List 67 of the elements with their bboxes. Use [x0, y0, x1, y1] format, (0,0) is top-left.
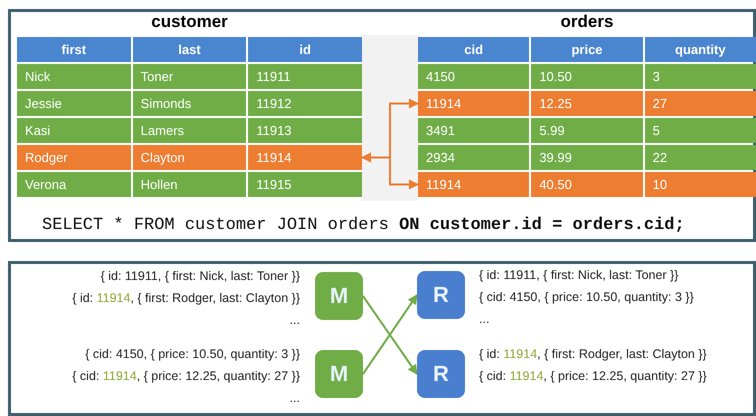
row-value: 39.99	[529, 145, 643, 170]
row-value: 11911	[246, 64, 362, 89]
record-text: ...	[479, 311, 490, 328]
row-value: Simonds	[130, 91, 246, 116]
record-text: { cid: 11914, { price: 12.25, quantity: 27 }}	[479, 368, 707, 385]
record-text: { cid: 4150, { price: 10.50, quantity: 3 }}	[479, 289, 694, 306]
row-value: 11914	[246, 145, 362, 170]
row-value: Hollen	[130, 172, 246, 197]
row-value: Rodger	[24, 149, 69, 167]
row-value: 3491	[425, 122, 456, 140]
row-value: Clayton	[130, 145, 246, 170]
table-row	[418, 64, 756, 89]
row-value: Verona	[24, 176, 68, 194]
row-value: 11915	[246, 172, 362, 197]
row-value: 22	[642, 145, 756, 170]
column-header: first	[60, 41, 88, 59]
record-text: { id: 11911, { first: Nick, last: Toner }}	[479, 267, 678, 284]
row-value: Kasi	[24, 122, 52, 140]
column-header: id	[246, 37, 362, 62]
row-value: 10	[642, 172, 756, 197]
record-text: { cid: 4150, { price: 10.50, quantity: 3 }}	[85, 346, 300, 363]
row-value: 11914	[425, 95, 462, 113]
row-value: 11913	[246, 118, 362, 143]
table-row	[418, 118, 756, 143]
row-value: 5.99	[529, 118, 643, 143]
table-row	[418, 145, 756, 170]
table-row	[418, 172, 756, 197]
table-header-row	[418, 37, 756, 62]
record-text: { cid: 11914, { price: 12.25, quantity: 27 }}	[72, 368, 300, 385]
row-value: Lamers	[130, 118, 246, 143]
row-value: 4150	[425, 68, 456, 86]
column-header: cid	[463, 41, 484, 59]
table-row	[17, 172, 362, 197]
row-value: Nick	[24, 68, 52, 86]
row-value: Toner	[130, 64, 246, 89]
record-text: { id: 11914, { first: Rodger, last: Clayton }}	[72, 290, 300, 307]
arrow	[361, 152, 419, 190]
table-row	[17, 118, 362, 143]
row-value: 5	[642, 118, 756, 143]
record-text: ...	[290, 312, 300, 329]
table-title: customer	[150, 11, 229, 33]
record-text: { id: 11911, { first: Nick, last: Toner }}	[100, 268, 300, 285]
table-title: orders	[560, 11, 614, 33]
row-value: 27	[642, 91, 756, 116]
table-row	[418, 91, 756, 116]
table-row	[17, 91, 362, 116]
row-value: 2934	[425, 149, 456, 167]
column-header: last	[130, 37, 246, 62]
column-header: quantity	[642, 37, 756, 62]
sql-query: SELECT * FROM customer JOIN orders ON customer.id = orders.cid;	[42, 215, 685, 237]
table-row	[17, 145, 362, 170]
record-text: { id: 11914, { first: Rodger, last: Clayton }}	[479, 346, 707, 363]
row-value: 12.25	[529, 91, 643, 116]
table-header-row	[17, 37, 362, 62]
table-row	[17, 64, 362, 89]
map-task-tile: M	[315, 350, 363, 398]
row-value: Jessie	[24, 95, 63, 113]
row-value: 10.50	[529, 64, 643, 89]
row-value: 3	[642, 64, 756, 89]
reduce-task-tile: R	[417, 271, 465, 319]
column-header: price	[529, 37, 643, 62]
row-value: 11912	[246, 91, 362, 116]
map-task-tile: M	[315, 272, 363, 320]
reduce-task-tile: R	[417, 350, 465, 398]
record-text: ...	[290, 390, 300, 407]
row-value: 40.50	[529, 172, 643, 197]
row-value: 11914	[425, 176, 462, 194]
